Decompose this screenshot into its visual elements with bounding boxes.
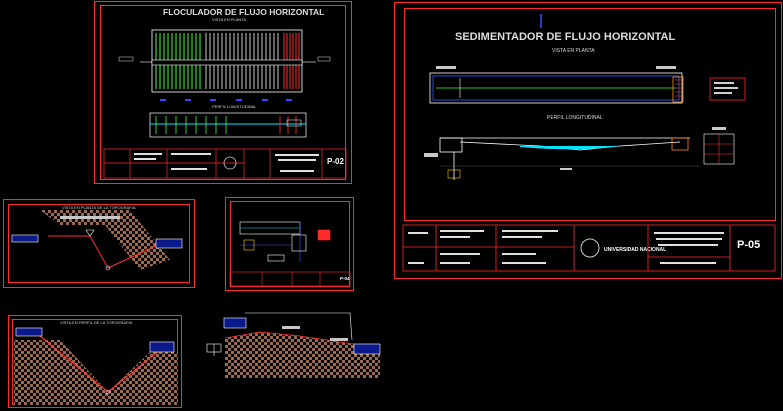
drawing-sheet-detalle[interactable] xyxy=(225,197,354,291)
floculador-subtitle: VISTA EN PLANTA xyxy=(212,17,247,22)
sedimentador-profile-label: PERFIL LONGITUDINAL xyxy=(547,115,603,121)
floculador-title-block xyxy=(103,148,347,179)
topografia-planta-title: VISTA EN PLANTA DE LA TOPOGRAFIA xyxy=(62,205,136,210)
sedimentador-profile-view xyxy=(424,137,700,180)
tag-bocatoma-perfil xyxy=(15,327,43,337)
sheet-inner-frame xyxy=(8,204,190,283)
university-logo-text: UNIVERSIDAD NACIONAL xyxy=(604,247,667,253)
floculador-plan-view xyxy=(118,29,331,101)
detalle-sheet-code: P-04 xyxy=(340,276,350,281)
detalle-drawing xyxy=(239,221,331,262)
tag-planta-perfil xyxy=(149,341,175,353)
detalle-title-block xyxy=(229,271,351,287)
drawing-sheet-floculador[interactable] xyxy=(94,1,352,184)
sedimentador-subtitle: VISTA EN PLANTA xyxy=(552,48,595,54)
tag-inicio xyxy=(223,317,247,329)
sedimentador-plan-view xyxy=(429,14,746,104)
tag-fin xyxy=(353,343,381,355)
sedimentador-sheet-code: P-05 xyxy=(737,239,761,251)
sedimentador-title-block xyxy=(402,224,776,272)
topografia-perfil-drawing xyxy=(14,335,178,405)
sheet-inner-frame xyxy=(230,201,350,287)
tag-bocatoma xyxy=(11,234,39,243)
floculador-sheet-code: P-02 xyxy=(327,157,344,166)
topografia-planta-drawing xyxy=(40,210,170,271)
drawing-sheet-topografia-planta[interactable] xyxy=(3,199,195,288)
topografia-perfil-title: VISTA EN PERFIL DE LA TOPOGRAFIA xyxy=(60,320,133,325)
tag-planta xyxy=(155,238,183,249)
drawing-sheet-sedimentador[interactable] xyxy=(394,2,782,279)
sedimentador-detail xyxy=(703,127,735,165)
sheet-inner-frame xyxy=(404,8,776,221)
floculador-profile-label: PERFIL LONGITUDINAL xyxy=(212,104,257,109)
sedimentador-title: SEDIMENTADOR DE FLUJO HORIZONTAL xyxy=(455,31,676,43)
floculador-title: FLOCULADOR DE FLUJO HORIZONTAL xyxy=(163,7,325,17)
terrain-profile-drawing xyxy=(206,312,381,378)
sheet-inner-frame xyxy=(100,5,346,180)
floculador-profile-view xyxy=(149,112,307,138)
